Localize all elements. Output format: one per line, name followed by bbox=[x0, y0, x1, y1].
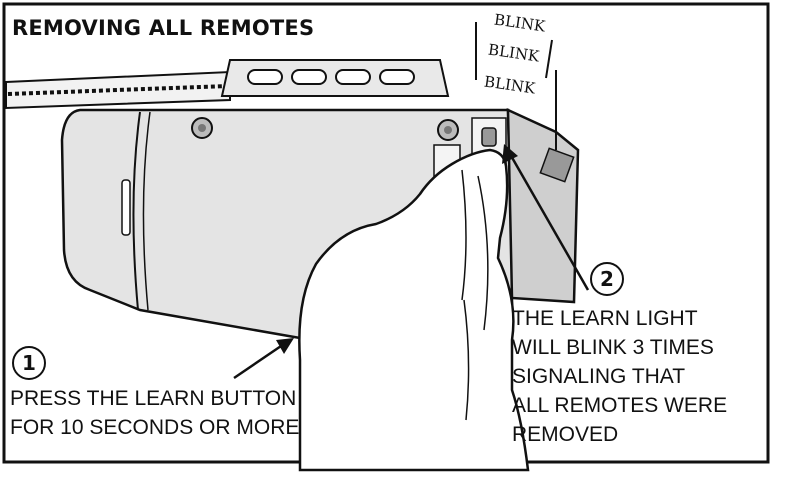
step-1-line: PRESS THE LEARN BUTTON bbox=[10, 387, 297, 410]
hand-illustration bbox=[298, 148, 530, 472]
page-title: REMOVING ALL REMOTES bbox=[12, 16, 315, 40]
step-1-number: 1 bbox=[12, 346, 46, 380]
step-2-line: ALL REMOTES WERE bbox=[512, 394, 728, 417]
step-2-line: REMOVED bbox=[512, 423, 619, 446]
step-2-line: WILL BLINK 3 TIMES bbox=[512, 336, 714, 359]
learn-button bbox=[481, 127, 497, 147]
arrow-to-learn-light bbox=[502, 144, 590, 291]
arrow-to-hand bbox=[233, 338, 294, 380]
step-2-line: THE LEARN LIGHT bbox=[512, 307, 698, 330]
step-1-text: PRESS THE LEARN BUTTON FOR 10 SECONDS OR… bbox=[10, 384, 299, 442]
step-1-line: FOR 10 SECONDS OR MORE bbox=[10, 416, 300, 439]
mounting-bracket bbox=[220, 59, 450, 97]
step-2-text: THE LEARN LIGHT WILL BLINK 3 TIMES SIGNA… bbox=[512, 304, 727, 449]
opener-rail bbox=[5, 70, 231, 110]
blink-mark bbox=[545, 39, 553, 79]
step-2-line: SIGNALING THAT bbox=[512, 365, 686, 388]
step-2-number: 2 bbox=[590, 262, 624, 296]
